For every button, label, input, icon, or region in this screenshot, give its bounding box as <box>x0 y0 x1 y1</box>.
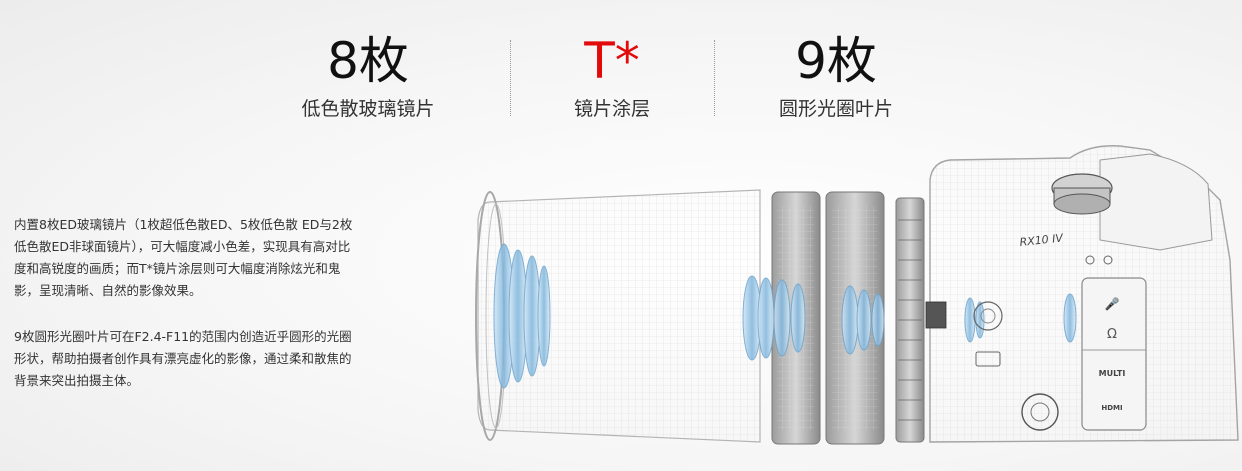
lens-description: 内置8枚ED玻璃镜片（1枚超低色散ED、5枚低色散 ED与2枚低色散ED非球面镜… <box>14 214 354 416</box>
stat-aperture-blades: 9枚 圆形光圈叶片 <box>746 30 926 122</box>
port-door <box>1081 277 1147 431</box>
mic-icon: 🎤 <box>1105 296 1120 311</box>
headphone-icon: Ω <box>1107 327 1117 342</box>
stat-divider <box>714 40 715 116</box>
hdmi-port-label: HDMI <box>1101 404 1122 412</box>
front-lens-group <box>493 243 551 389</box>
multi-port-label: MULTI <box>1099 369 1126 378</box>
strap-lug-icon <box>1085 255 1095 265</box>
stat-value: 8枚 <box>327 32 409 90</box>
stat-value: 9枚 <box>795 32 877 90</box>
middle-lens-group <box>742 275 885 361</box>
zeiss-badge <box>925 301 947 329</box>
control-wheel-icon <box>1021 393 1059 431</box>
rear-lens-group <box>964 293 1077 343</box>
stat-ed-glass: 8枚 低色散玻璃镜片 <box>278 30 458 122</box>
stat-t-coating: T* 镜片涂层 <box>522 30 702 122</box>
stat-divider <box>510 40 511 116</box>
stat-value: T* <box>584 32 640 90</box>
description-paragraph: 内置8枚ED玻璃镜片（1枚超低色散ED、5枚低色散 ED与2枚低色散ED非球面镜… <box>14 217 353 298</box>
camera-xray-illustration: RX10 IV 🎤 Ω MULTI HDMI <box>475 145 1239 445</box>
control-button-icon <box>973 301 1003 331</box>
stat-label: 低色散玻璃镜片 <box>301 98 435 120</box>
camera-model-label: RX10 IV <box>1019 231 1065 249</box>
stat-label: 圆形光圈叶片 <box>778 98 893 120</box>
description-paragraph: 9枚圆形光圈叶片可在F2.4-F11的范围内创造近乎圆形的光圈形状，帮助拍摄者创… <box>14 329 352 388</box>
lens-stats-section: 8枚 低色散玻璃镜片 T* 镜片涂层 9枚 圆形光圈叶片 <box>0 0 1242 140</box>
viewfinder-hump <box>1099 153 1213 251</box>
stat-label: 镜片涂层 <box>573 98 650 120</box>
